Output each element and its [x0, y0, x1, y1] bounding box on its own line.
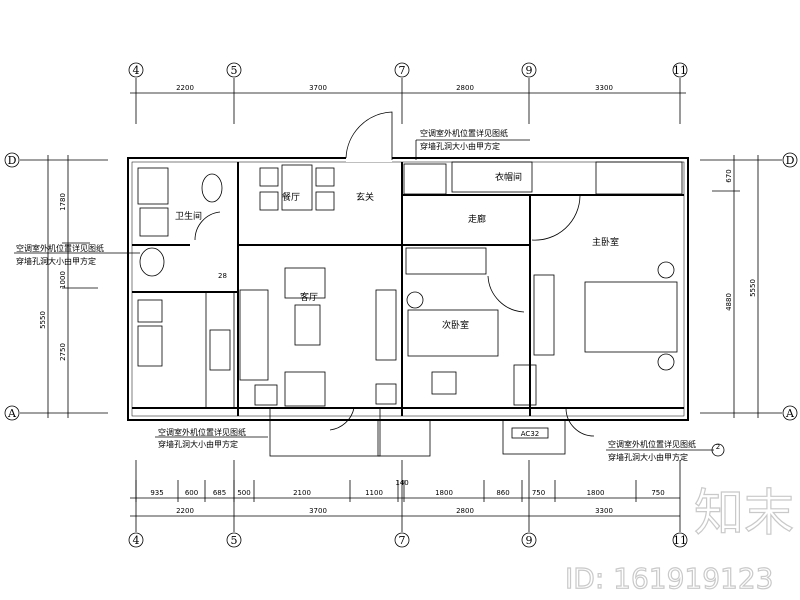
axis-bubble-11-bottom: 11: [673, 534, 687, 547]
dim-bottom-total-2: 3700: [309, 507, 327, 515]
dim-top-3: 2800: [456, 84, 474, 92]
dim-bottom-total-1: 2200: [176, 507, 194, 515]
axis-bubble-5-bottom: 5: [231, 534, 238, 547]
watermark-id: ID: 161919123: [565, 562, 773, 595]
dim-bottom-detail-5: 2100: [293, 489, 311, 497]
dim-left-total: 5550: [39, 311, 47, 329]
note-bottom-left-line1: 空调室外机位置详见图纸: [158, 427, 246, 437]
axis-bubble-9: 9: [526, 64, 533, 77]
note-left-line2: 穿墙孔洞大小由甲方定: [16, 256, 96, 266]
dim-bottom-detail-1: 935: [150, 489, 163, 497]
dim-bottom-detail-12: 750: [651, 489, 664, 497]
dim-bottom-detail-3: 685: [213, 489, 226, 497]
dim-bottom-detail-11: 1800: [587, 489, 605, 497]
dim-bottom-total-3: 2800: [456, 507, 474, 515]
note-top-line1: 空调室外机位置详见图纸: [420, 128, 508, 138]
axis-bubble-5: 5: [231, 64, 238, 77]
note-top-line2: 穿墙孔洞大小由甲方定: [420, 141, 500, 151]
axis-bubble-d-left: D: [8, 154, 17, 167]
axis-bubble-4: 4: [133, 64, 140, 77]
axis-bubble-d-right: D: [786, 154, 795, 167]
room-label-master-bedroom: 主卧室: [592, 236, 619, 248]
note-bottom-right-line1: 空调室外机位置详见图纸: [608, 439, 696, 449]
dim-small: 28: [218, 272, 227, 280]
axis-bubble-9-bottom: 9: [526, 534, 533, 547]
room-label-second-bedroom: 次卧室: [442, 319, 469, 331]
notes: 空调室外机位置详见图纸 穿墙孔洞大小由甲方定 空调室外机位置详见图纸 穿墙孔洞大…: [14, 128, 725, 462]
dim-right-2: 4880: [725, 293, 733, 311]
dim-right-1: 670: [725, 169, 733, 182]
dim-right-total: 5550: [749, 279, 757, 297]
room-label-corridor: 走廊: [468, 213, 486, 225]
section-mark: 2: [716, 443, 720, 451]
room-label-storage: 衣帽间: [495, 171, 522, 183]
dim-bottom-detail-6: 1100: [365, 489, 383, 497]
axis-bubble-a-right: A: [785, 407, 795, 420]
dim-bottom-detail-8: 1800: [435, 489, 453, 497]
dim-left-1: 1780: [59, 193, 67, 211]
axis-bubble-7-bottom: 7: [399, 534, 406, 547]
dim-bottom-detail-4: 500: [237, 489, 250, 497]
axis-bubble-4-bottom: 4: [133, 534, 140, 547]
room-label-bathroom: 卫生间: [175, 210, 202, 222]
bottom-axis-group: 935 600 685 500 2100 1100 140 1800 860 750 1800 750…: [128, 460, 688, 548]
room-label-living: 客厅: [300, 291, 318, 303]
note-bottom-left-line2: 穿墙孔洞大小由甲方定: [158, 439, 238, 449]
furniture: [137, 161, 683, 437]
dim-top-1: 2200: [176, 84, 194, 92]
watermark-brand: 知末: [694, 484, 794, 542]
bottom-detail-dims: 935 600 685 500 2100 1100 140 1800 860 750 1800 750: [135, 479, 665, 502]
note-bottom-right-line2: 穿墙孔洞大小由甲方定: [608, 452, 688, 462]
axis-bubble-a-left: A: [7, 407, 17, 420]
top-axis-group: 4 5 7 9 11 2200 3700 2800 3300: [128, 62, 688, 124]
room-label-foyer: 玄关: [356, 191, 374, 203]
axis-bubble-7: 7: [399, 64, 406, 77]
ac-label: AC32: [521, 430, 539, 438]
dim-bottom-detail-2: 600: [185, 489, 198, 497]
dim-bottom-detail-9: 860: [496, 489, 509, 497]
dim-top-2: 3700: [309, 84, 327, 92]
dim-bottom-detail-10: 750: [532, 489, 545, 497]
dim-bottom-total-4: 3300: [595, 507, 613, 515]
right-axis-group: D A 670 4880 5550: [700, 152, 798, 421]
dim-top-4: 3300: [595, 84, 613, 92]
note-left-line1: 空调室外机位置详见图纸: [16, 243, 104, 253]
dim-left-3: 2750: [59, 343, 67, 361]
axis-bubble-11: 11: [673, 64, 687, 77]
room-label-dining: 餐厅: [282, 191, 300, 203]
left-axis-group: D A 1780 1000 2750 5550: [4, 152, 108, 421]
dim-bottom-detail-7: 140: [395, 479, 408, 487]
dim-left-2: 1000: [59, 271, 67, 289]
